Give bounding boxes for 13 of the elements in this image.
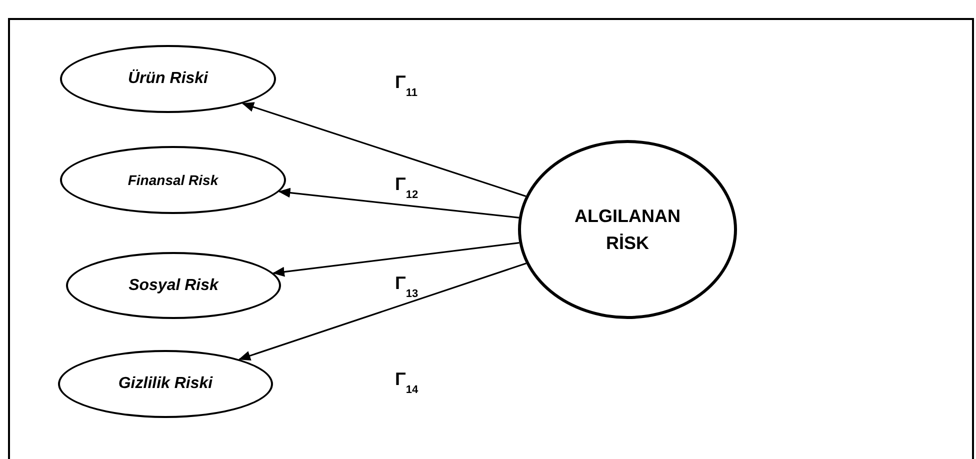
node-label: Sosyal Risk bbox=[128, 276, 218, 296]
arrow bbox=[242, 102, 526, 197]
edge-label: Γ$_{13}$ bbox=[395, 273, 418, 300]
edge-label: Γ$_{12}$ bbox=[395, 174, 418, 201]
arrow bbox=[272, 242, 520, 277]
node-label: Ürün Riski bbox=[128, 68, 208, 89]
node-label: Finansal Risk bbox=[128, 170, 218, 190]
node-label: Gizlilik Riski bbox=[118, 374, 213, 394]
edge-label: Γ$_{11}$ bbox=[395, 72, 418, 99]
arrow bbox=[278, 188, 520, 218]
edge-label: Γ$_{14}$ bbox=[395, 369, 418, 396]
arrow bbox=[238, 262, 526, 361]
node-label: ALGILANAN RİSK bbox=[574, 204, 682, 254]
